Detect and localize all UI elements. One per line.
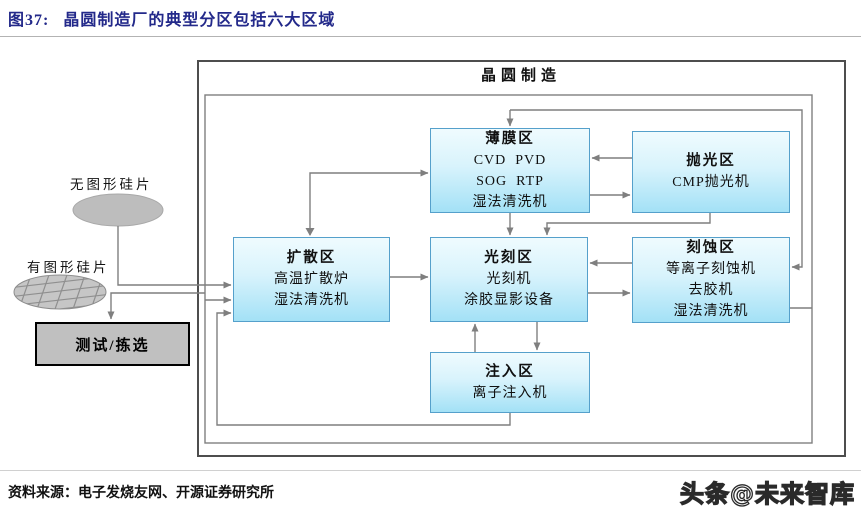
- zone-implant-title: 注入区: [485, 363, 535, 380]
- zone-equipment-line: 高温扩散炉: [274, 272, 349, 287]
- arrow-bus-to-test-sort: [107, 292, 205, 320]
- zone-thin-film-title: 薄膜区: [485, 130, 535, 147]
- test-sort-label: 测试/拣选: [75, 337, 150, 354]
- header-divider: [0, 36, 861, 37]
- figure-caption: 图37: 晶圆制造厂的典型分区包括六大区域: [8, 6, 335, 30]
- zone-polish: 抛光区 CMP抛光机: [632, 131, 790, 213]
- zone-equipment-line: 湿法清洗机: [472, 194, 548, 210]
- zone-equipment-line: 去胶机: [688, 283, 734, 298]
- zone-thin-film: 薄膜区 CVD PVD SOG RTP 湿法清洗机: [430, 128, 590, 213]
- figure-title: 晶圆制造厂的典型分区包括六大区域: [63, 12, 336, 29]
- zone-equipment-line: 等离子刻蚀机: [666, 262, 756, 277]
- zone-equipment-line: CVD PVD: [473, 152, 547, 168]
- bare-wafer-label: 无图形硅片: [70, 177, 153, 192]
- zone-litho-title: 光刻区: [484, 250, 534, 266]
- patterned-wafer-ellipse: [13, 274, 107, 310]
- zone-equipment-line: 湿法清洗机: [673, 304, 749, 319]
- zone-equipment-line: SOG RTP: [476, 173, 544, 189]
- footer-divider: [0, 470, 861, 471]
- zone-implant: 注入区 离子注入机: [430, 352, 590, 413]
- wafer-fab-title: 晶圆制造: [480, 68, 561, 84]
- zone-equipment-line: 涂胶显影设备: [464, 293, 554, 308]
- zone-equipment-line: CMP抛光机: [672, 175, 750, 190]
- figure-number: 图37:: [8, 12, 50, 29]
- bare-wafer-ellipse: [72, 193, 164, 227]
- zone-equipment-line: 光刻机: [486, 272, 532, 287]
- zone-diffusion-title: 扩散区: [286, 250, 337, 266]
- zone-polish-title: 抛光区: [686, 153, 736, 169]
- source-note: 资料来源：电子发烧友网、开源证券研究所: [8, 486, 274, 501]
- zone-litho: 光刻区 光刻机 涂胶显影设备: [430, 237, 588, 322]
- wafer-die-grid: [14, 275, 106, 309]
- zone-etch-title: 刻蚀区: [686, 240, 736, 256]
- zone-diffusion: 扩散区 高温扩散炉 湿法清洗机: [233, 237, 390, 322]
- zone-equipment-line: 离子注入机: [472, 385, 548, 401]
- watermark-toutiao: 头条@未来智库: [679, 479, 855, 508]
- zone-etch: 刻蚀区 等离子刻蚀机 去胶机 湿法清洗机: [632, 237, 790, 323]
- patterned-wafer-label: 有图形硅片: [27, 260, 110, 275]
- test-sort-box: 测试/拣选: [35, 322, 190, 366]
- zone-equipment-line: 湿法清洗机: [274, 293, 349, 308]
